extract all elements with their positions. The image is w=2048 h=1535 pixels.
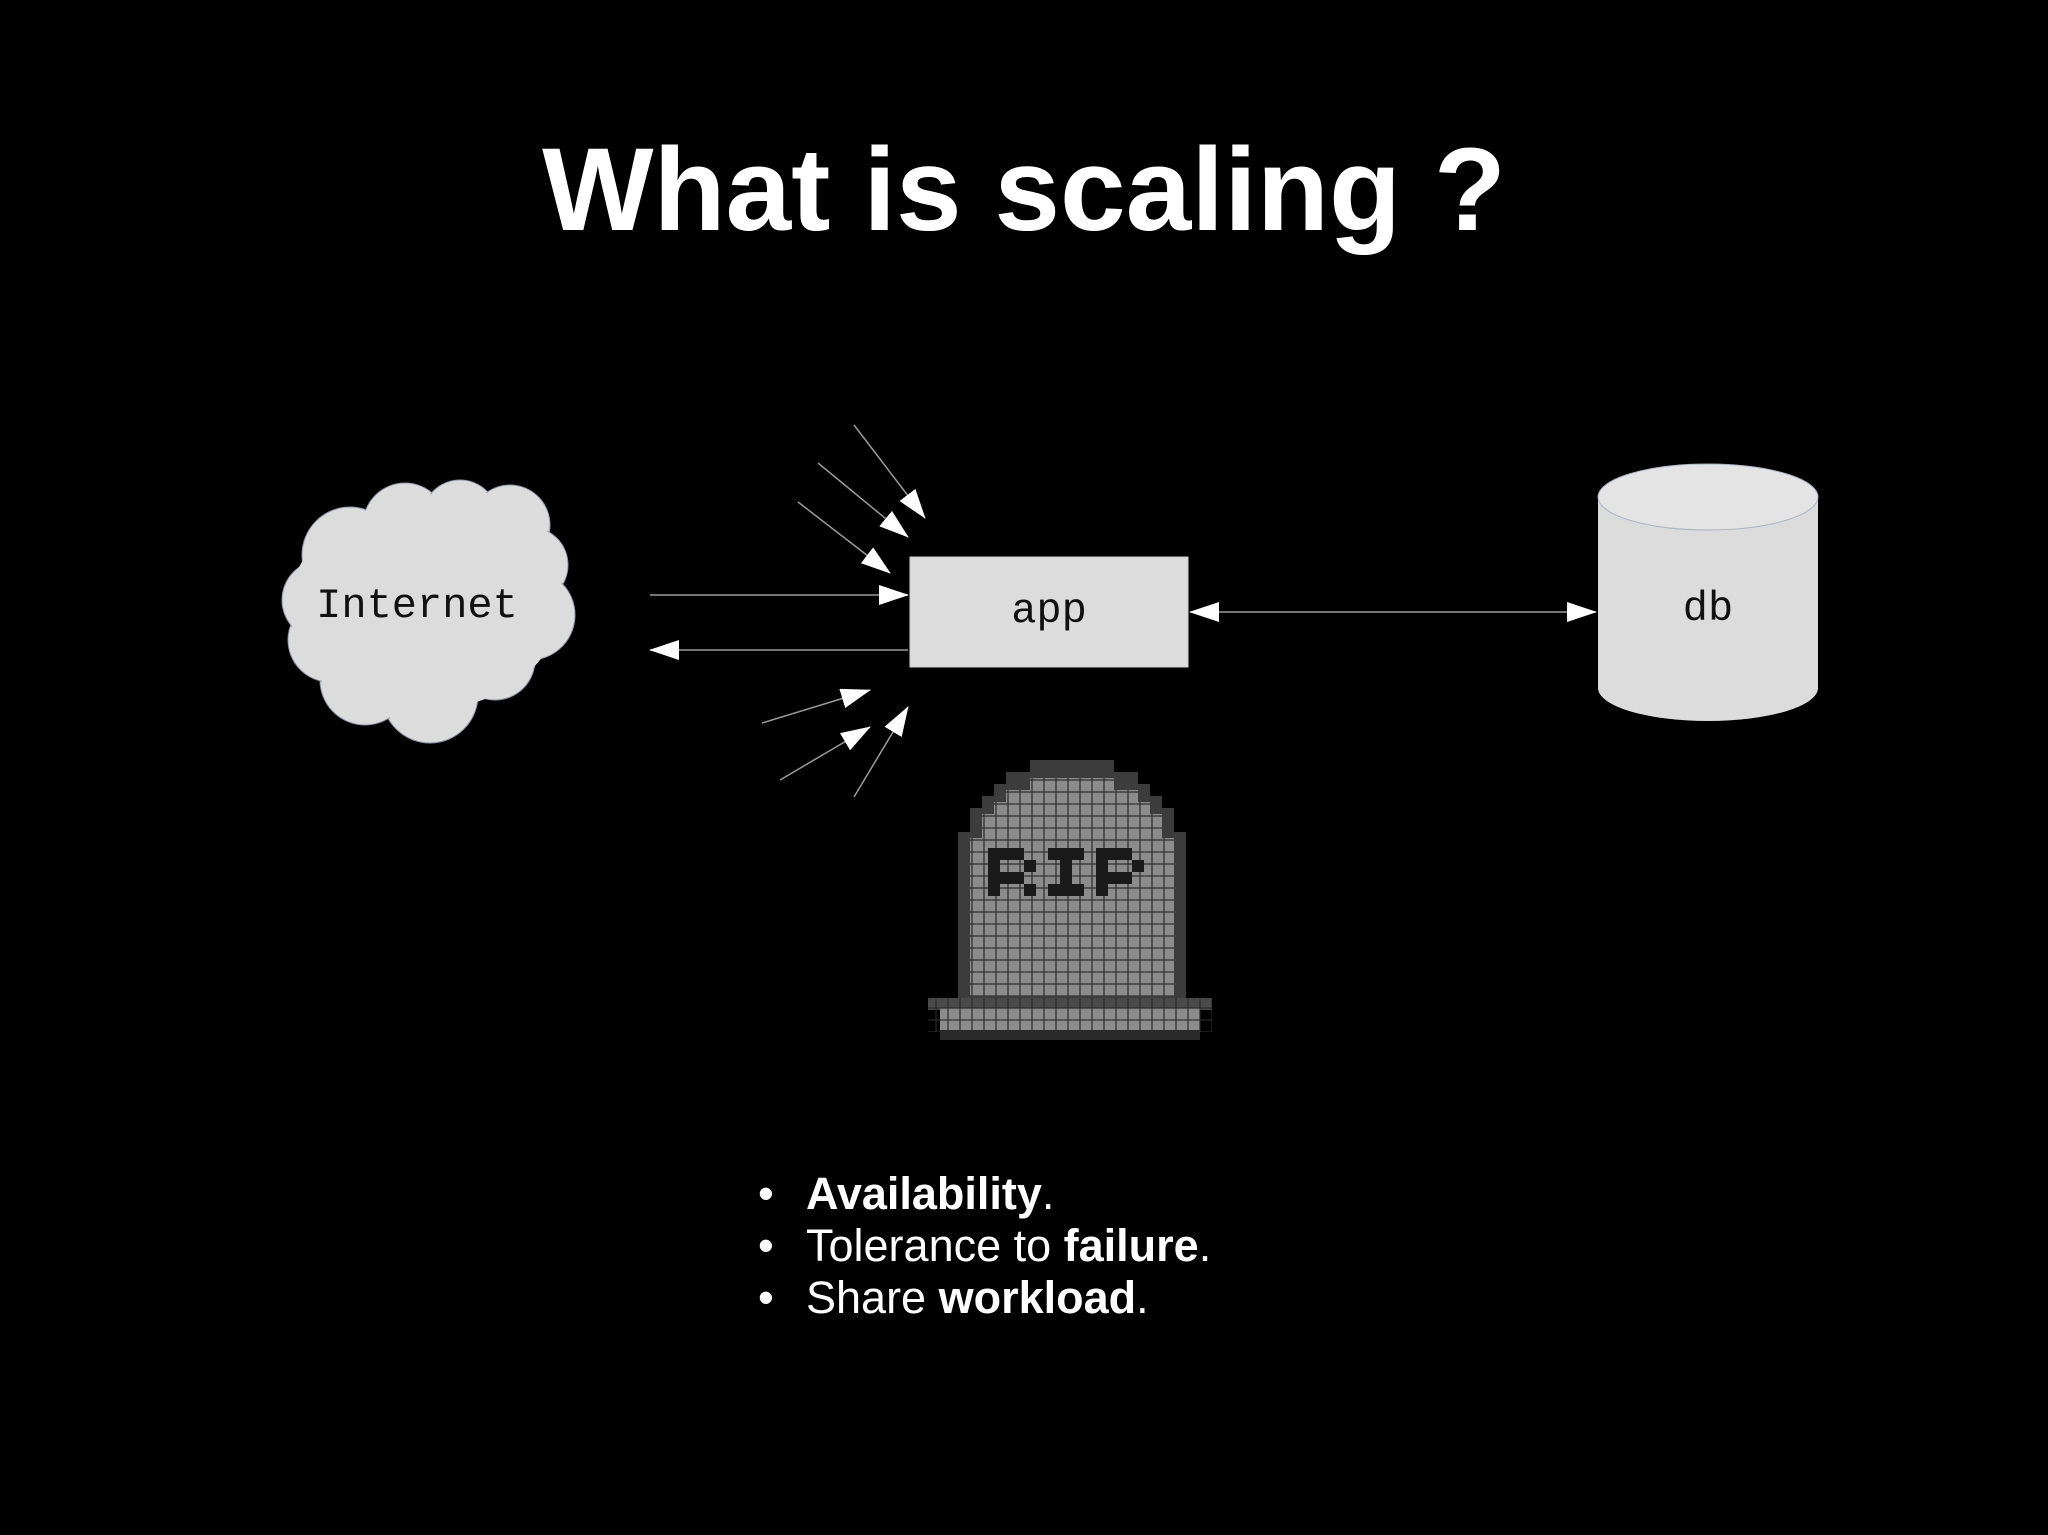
app-label: app bbox=[1011, 587, 1087, 635]
bullet-pre: Share bbox=[806, 1272, 939, 1323]
bullet-item-workload: • Share workload. bbox=[758, 1272, 1211, 1324]
bullet-item-failure: • Tolerance to failure. bbox=[758, 1220, 1211, 1272]
tombstone-icon bbox=[928, 760, 1212, 1040]
load-arrow bbox=[817, 462, 909, 538]
bullet-bold: failure bbox=[1063, 1220, 1199, 1271]
load-arrow bbox=[761, 688, 871, 724]
bullet-bold: workload bbox=[938, 1272, 1137, 1323]
bullet-list: • Availability. • Tolerance to failure. … bbox=[758, 1168, 1211, 1324]
bullet-post: . bbox=[1198, 1220, 1212, 1271]
load-arrow bbox=[853, 706, 909, 798]
bullet-pre: Tolerance to bbox=[806, 1220, 1064, 1271]
db-cylinder: db bbox=[1597, 463, 1819, 721]
bullet-marker: • bbox=[758, 1272, 774, 1323]
internet-app-arrows bbox=[649, 585, 909, 660]
bullet-post: . bbox=[1041, 1168, 1055, 1219]
internet-cloud: Internet bbox=[281, 479, 576, 744]
bullet-marker: • bbox=[758, 1220, 774, 1271]
bullet-bold: Availability bbox=[806, 1168, 1042, 1219]
slide-title: What is scaling ? bbox=[542, 124, 1506, 256]
bullet-item-availability: • Availability. bbox=[758, 1168, 1211, 1220]
load-arrow bbox=[853, 424, 926, 519]
db-label: db bbox=[1683, 585, 1733, 633]
load-arrow bbox=[779, 726, 871, 781]
load-arrow bbox=[797, 501, 891, 574]
bullet-marker: • bbox=[758, 1168, 774, 1219]
bullet-post: . bbox=[1136, 1272, 1149, 1323]
internet-label: Internet bbox=[316, 582, 518, 630]
app-node: app bbox=[909, 556, 1189, 668]
tombstone-rip-letters bbox=[988, 848, 1144, 896]
load-arrows bbox=[761, 424, 926, 798]
